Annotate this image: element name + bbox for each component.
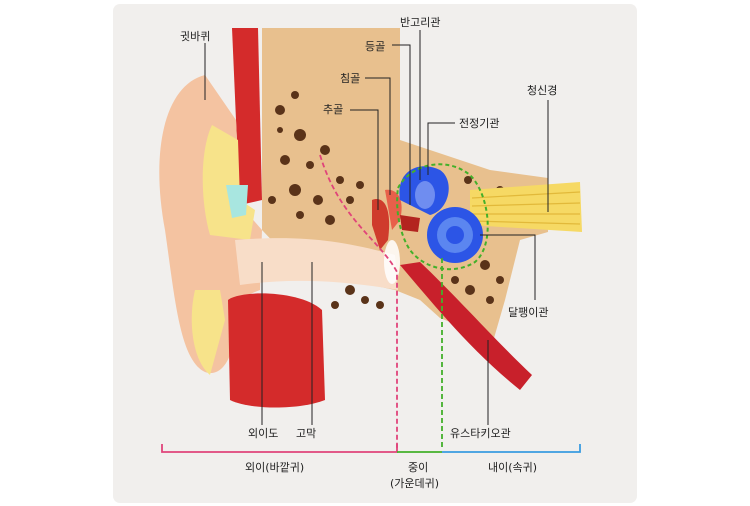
label-vestibular-nerve: 청신경 <box>527 84 557 97</box>
section-inner-ear: 내이(속귀) <box>488 461 537 474</box>
label-ear-canal: 외이도 <box>248 427 278 440</box>
label-malleus: 추골 <box>323 103 343 116</box>
label-vestibule: 전정기관 <box>459 117 499 130</box>
ear-canal <box>235 238 398 290</box>
label-incus: 침골 <box>340 72 360 85</box>
label-eardrum: 고막 <box>296 427 316 440</box>
label-eustachian-tube: 유스타키오관 <box>450 427 511 440</box>
nerve-fibers <box>471 191 581 225</box>
label-auricle: 귓바퀴 <box>180 30 210 43</box>
section-middle-ear-sub: (가운데귀) <box>390 477 439 490</box>
outer-middle-boundary <box>319 154 398 450</box>
auricle-highlight <box>226 185 248 218</box>
section-middle-ear: 중이 <box>408 461 428 474</box>
label-stapes: 등골 <box>365 40 385 53</box>
bone-pores <box>268 91 520 309</box>
section-outer-ear: 외이(바깥귀) <box>245 461 304 474</box>
label-semicircular-canals: 반고리관 <box>400 16 440 29</box>
eardrum <box>384 240 400 284</box>
vestibule <box>415 181 435 209</box>
label-cochlea: 달팽이관 <box>508 306 548 319</box>
auditory-nerve <box>470 182 582 232</box>
eustachian-tube <box>400 262 532 390</box>
inner-ear-bracket <box>442 444 581 453</box>
stapes <box>400 215 420 232</box>
lower-muscle <box>228 293 325 408</box>
cochlea-turn-3 <box>446 226 464 244</box>
temporal-muscle <box>232 28 262 205</box>
lobule-cartilage <box>191 290 225 375</box>
leader-lines <box>204 30 549 425</box>
malleus <box>372 199 390 250</box>
outer-ear-bracket <box>161 444 398 453</box>
